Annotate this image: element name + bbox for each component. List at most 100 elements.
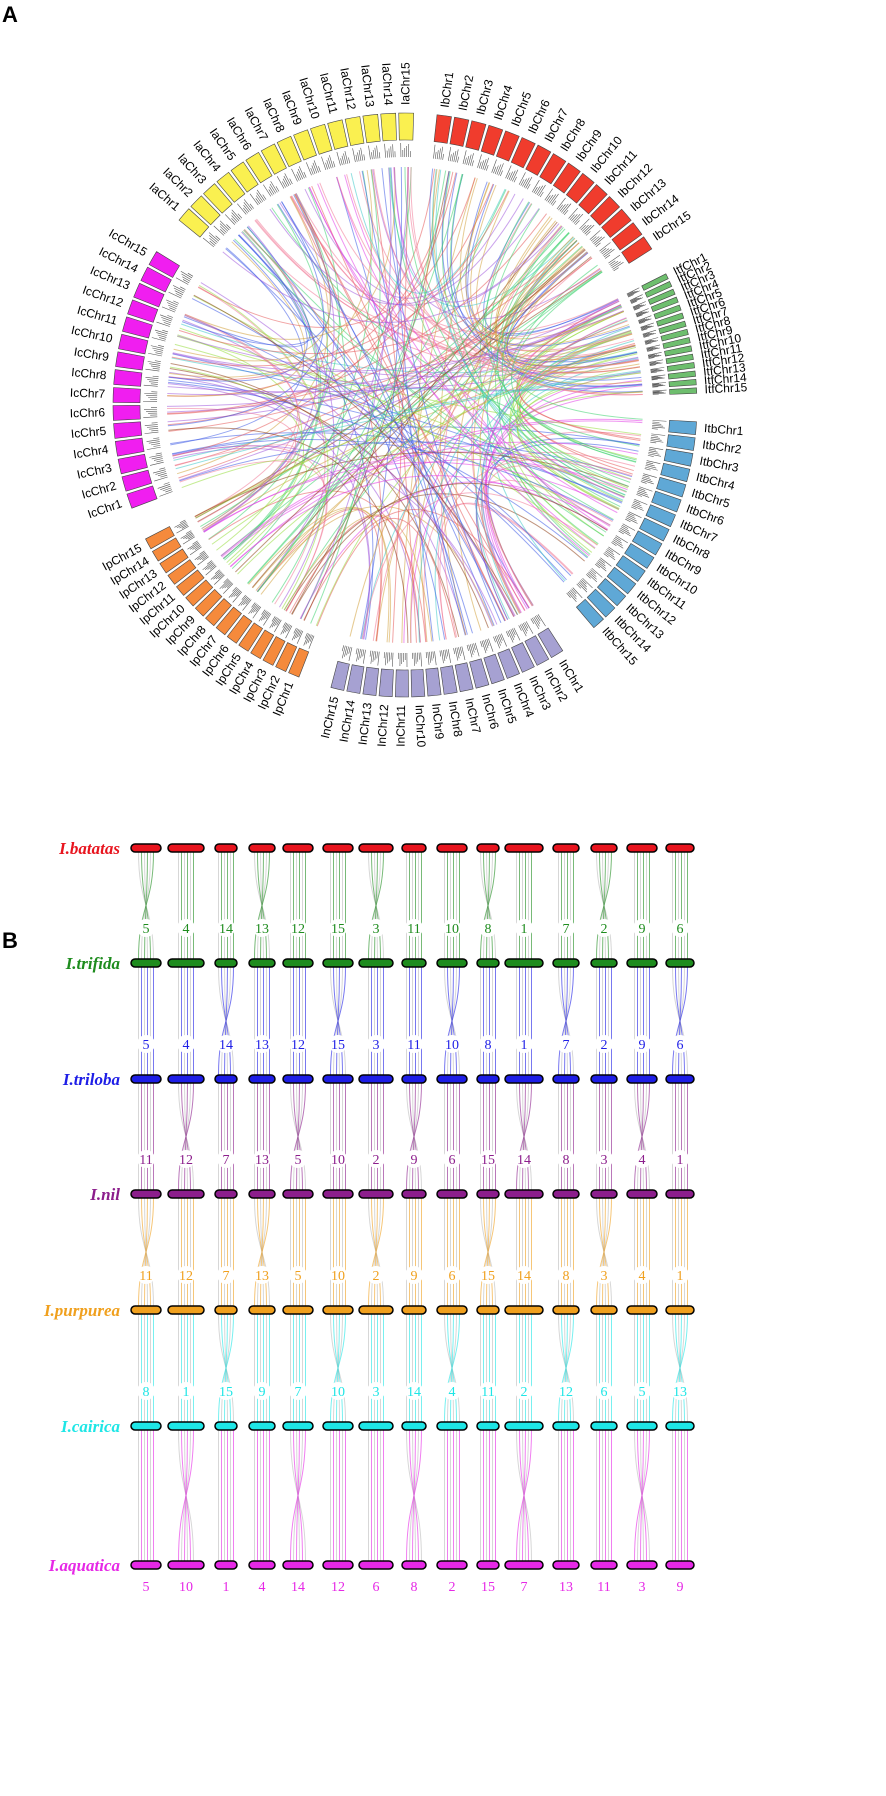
density-tick — [649, 362, 663, 366]
density-tick — [599, 242, 611, 252]
number-badge — [367, 919, 385, 937]
number-badge — [253, 1035, 271, 1053]
density-tick — [466, 645, 469, 651]
density-tick — [631, 300, 637, 304]
synteny-link — [173, 193, 331, 362]
chromosome-number: 11 — [139, 1153, 152, 1168]
density-tick — [251, 602, 256, 608]
chromosome-IaChr6 — [245, 151, 273, 184]
density-tick — [390, 146, 392, 158]
density-tick — [224, 214, 236, 225]
chromosome-IcChr6 — [112, 405, 141, 421]
density-tick — [651, 433, 666, 436]
density-tick — [218, 573, 224, 579]
number-badge — [671, 1382, 689, 1400]
density-tick — [444, 649, 447, 659]
density-tick — [263, 613, 272, 626]
density-tick — [312, 162, 318, 174]
density-tick — [296, 629, 301, 639]
chromosome-IaChr4 — [216, 171, 246, 203]
density-tick — [532, 617, 540, 630]
chromosome-number: 12 — [291, 922, 305, 937]
chromosome-bar — [214, 1074, 238, 1084]
density-tick — [346, 646, 349, 656]
density-tick — [329, 155, 334, 168]
chromosome-number: 12 — [331, 1580, 345, 1595]
density-tick — [644, 339, 652, 343]
density-tick — [425, 652, 427, 659]
density-tick — [219, 579, 230, 589]
synteny-link — [281, 201, 473, 634]
synteny-link — [437, 502, 574, 640]
density-tick — [652, 385, 666, 387]
chromosome-bar — [504, 1560, 544, 1570]
density-tick — [602, 248, 612, 256]
density-tick — [152, 367, 160, 370]
density-tick — [626, 515, 637, 522]
density-tick — [168, 304, 177, 309]
chromosome-bar — [626, 843, 658, 853]
chromosome-number: 13 — [255, 922, 269, 937]
chromosome-number: 1 — [521, 922, 528, 937]
density-tick — [641, 478, 653, 482]
chromosome-bar — [665, 958, 695, 968]
density-tick — [647, 352, 662, 356]
density-tick — [174, 290, 184, 295]
density-tick — [633, 500, 641, 504]
density-tick — [180, 271, 193, 279]
chromosome-IcChr8 — [113, 369, 143, 387]
chromosome-IcChr2 — [121, 469, 153, 492]
density-tick — [183, 532, 193, 540]
density-tick — [536, 185, 544, 196]
density-tick — [634, 499, 648, 505]
density-tick — [486, 164, 489, 171]
chromosome-bar — [167, 1305, 205, 1315]
density-tick — [603, 249, 615, 258]
density-tick — [358, 648, 361, 660]
chromosome-bar — [214, 1560, 238, 1570]
chromosome-bar — [248, 1560, 276, 1570]
density-tick — [651, 377, 665, 380]
density-tick — [614, 536, 622, 541]
synteny-link — [167, 213, 547, 414]
number-badge — [557, 1266, 575, 1284]
density-tick — [643, 332, 657, 338]
chromosome-bar — [436, 1189, 468, 1199]
density-tick — [145, 368, 160, 372]
chromosome-number: 2 — [449, 1580, 456, 1595]
chromosome-number: 9 — [639, 1038, 646, 1053]
chromosome-number: 13 — [255, 1038, 269, 1053]
density-tick — [590, 236, 597, 242]
density-tick — [159, 314, 173, 320]
density-tick — [597, 561, 607, 569]
chromosome-bar — [590, 1305, 618, 1315]
number-badge — [557, 1382, 575, 1400]
synteny-link — [176, 335, 642, 436]
density-tick — [160, 485, 171, 490]
chromosome-number: 5 — [143, 922, 150, 937]
synteny-link — [513, 306, 623, 502]
density-tick — [651, 376, 659, 378]
chromosome-bar — [358, 1189, 394, 1199]
chromosome-IpChr1 — [288, 647, 310, 678]
density-tick — [483, 640, 488, 651]
density-tick — [573, 213, 584, 224]
number-badge — [329, 1150, 347, 1168]
density-tick — [313, 160, 319, 173]
chromosome-bar — [401, 1305, 427, 1315]
density-tick — [291, 168, 298, 182]
density-tick — [650, 371, 657, 374]
chromosome-number: 3 — [639, 1580, 646, 1595]
density-tick — [645, 465, 657, 469]
density-tick — [578, 581, 587, 590]
chromosome-number: 13 — [673, 1385, 687, 1400]
chromosome-bar — [436, 843, 468, 853]
density-tick — [149, 381, 159, 383]
density-tick — [640, 481, 647, 484]
density-tick — [150, 461, 164, 466]
synteny-ribbon — [596, 1197, 612, 1307]
synteny-link — [316, 517, 456, 638]
synteny-link — [429, 168, 643, 387]
synteny-link — [170, 247, 304, 446]
